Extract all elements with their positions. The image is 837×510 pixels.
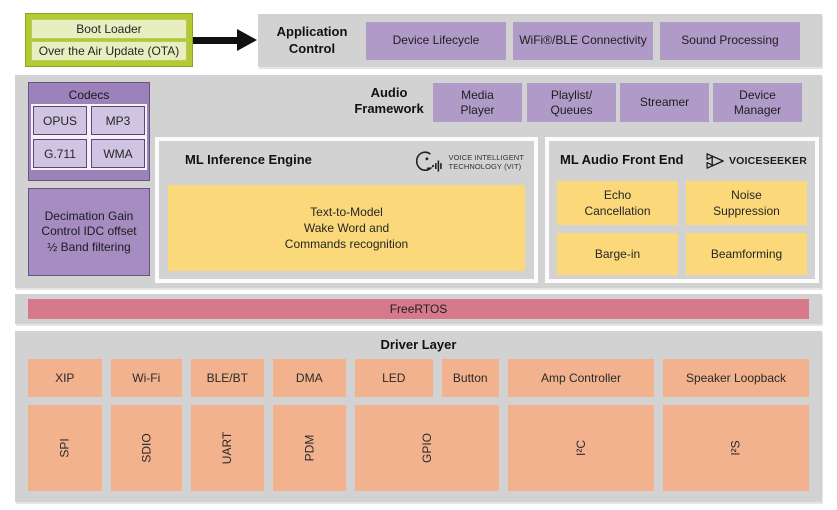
driver-sdio-box: SDIO <box>110 405 182 491</box>
driver-layer-title: Driver Layer <box>380 337 457 352</box>
driver-i2s-box: I²S <box>662 405 809 491</box>
audio-framework-title: Audio Framework <box>354 85 424 117</box>
driver-i2c-box: I²C <box>507 405 654 491</box>
codec-grid: OPUS MP3 G.711 WMA <box>31 104 147 170</box>
driver-pdm-label: PDM <box>302 434 317 462</box>
playlist-queues-box: Playlist/ Queues <box>527 83 616 122</box>
freertos-band: FreeRTOS <box>15 294 822 324</box>
driver-uart-box: UART <box>191 405 264 491</box>
media-player-box: Media Player <box>433 83 522 122</box>
driver-amp-controller-box: Amp Controller <box>507 359 654 397</box>
boot-loader-group: Boot Loader Over the Air Update (OTA) <box>25 13 193 67</box>
ml-audio-front-end-title: ML Audio Front End <box>560 152 684 167</box>
boot-loader-box: Boot Loader <box>31 19 187 39</box>
driver-ble-bt-box: BLE/BT <box>191 359 264 397</box>
barge-in-box: Barge-in <box>557 233 678 275</box>
ota-update-box: Over the Air Update (OTA) <box>31 41 187 61</box>
afe-grid: Echo Cancellation Noise Suppression Barg… <box>557 181 807 275</box>
middleware-band: Codecs OPUS MP3 G.711 WMA Decimation Gai… <box>15 75 822 288</box>
echo-cancellation-box: Echo Cancellation <box>557 181 678 225</box>
driver-xip-box: XIP <box>28 359 102 397</box>
driver-dma-box: DMA <box>272 359 347 397</box>
ml-inference-engine-title: ML Inference Engine <box>185 152 312 167</box>
streamer-box: Streamer <box>620 83 709 122</box>
voiceseeker-logo: VOICESEEKER <box>705 152 807 170</box>
text-to-model-box: Text-to-Model Wake Word and Commands rec… <box>168 185 525 271</box>
beamforming-box: Beamforming <box>686 233 807 275</box>
driver-led-box: LED <box>355 359 433 397</box>
driver-gpio-box: GPIO <box>355 405 499 491</box>
ml-audio-front-end-panel: ML Audio Front End VOICESEEKER Echo Canc… <box>545 137 819 283</box>
driver-spi-box: SPI <box>28 405 102 491</box>
sound-processing-box: Sound Processing <box>660 21 800 60</box>
driver-layer-band: Driver Layer XIP Wi-Fi BLE/BT DMA LED Bu… <box>15 331 822 502</box>
voiceseeker-triangles-icon <box>706 153 724 169</box>
driver-sdio-label: SDIO <box>139 433 154 463</box>
codecs-title: Codecs <box>68 88 110 102</box>
noise-suppression-box: Noise Suppression <box>686 181 807 225</box>
codec-wma: WMA <box>89 137 147 170</box>
driver-speaker-loopback-box: Speaker Loopback <box>662 359 809 397</box>
driver-button-box: Button <box>441 359 499 397</box>
application-control-band: Application Control Device Lifecycle WiF… <box>258 14 822 67</box>
driver-pdm-box: PDM <box>272 405 347 491</box>
arrow-right-icon <box>237 29 257 51</box>
codecs-group: Codecs OPUS MP3 G.711 WMA <box>28 82 150 181</box>
device-lifecycle-box: Device Lifecycle <box>366 21 506 60</box>
application-control-title: Application Control <box>276 24 348 56</box>
vit-logo-text: VOICE INTELLIGENT TECHNOLOGY (VIT) <box>448 153 524 171</box>
driver-spi-label: SPI <box>57 438 72 458</box>
driver-uart-label: UART <box>220 431 235 465</box>
decimation-gain-box: Decimation Gain Control IDC offset ½ Ban… <box>28 188 150 276</box>
codec-opus: OPUS <box>31 104 89 137</box>
device-manager-box: Device Manager <box>713 83 802 122</box>
driver-i2c-label: I²C <box>573 440 588 456</box>
driver-i2s-label: I²S <box>728 440 743 456</box>
vit-logo: VOICE INTELLIGENT TECHNOLOGY (VIT) <box>413 149 524 175</box>
arrow-shaft <box>193 37 238 44</box>
driver-wifi-box: Wi-Fi <box>110 359 182 397</box>
voiceseeker-logo-text: VOICESEEKER <box>728 155 807 167</box>
codec-g711: G.711 <box>31 137 89 170</box>
wifi-ble-connectivity-box: WiFi®/BLE Connectivity <box>513 21 653 60</box>
freertos-bar: FreeRTOS <box>28 299 809 319</box>
vit-head-icon <box>415 151 442 172</box>
ml-inference-engine-panel: ML Inference Engine VOICE INTELLIGENT TE… <box>155 137 538 283</box>
codec-mp3: MP3 <box>89 104 147 137</box>
driver-gpio-label: GPIO <box>419 432 434 464</box>
driver-grid: XIP Wi-Fi BLE/BT DMA LED Button Amp Cont… <box>28 359 809 491</box>
